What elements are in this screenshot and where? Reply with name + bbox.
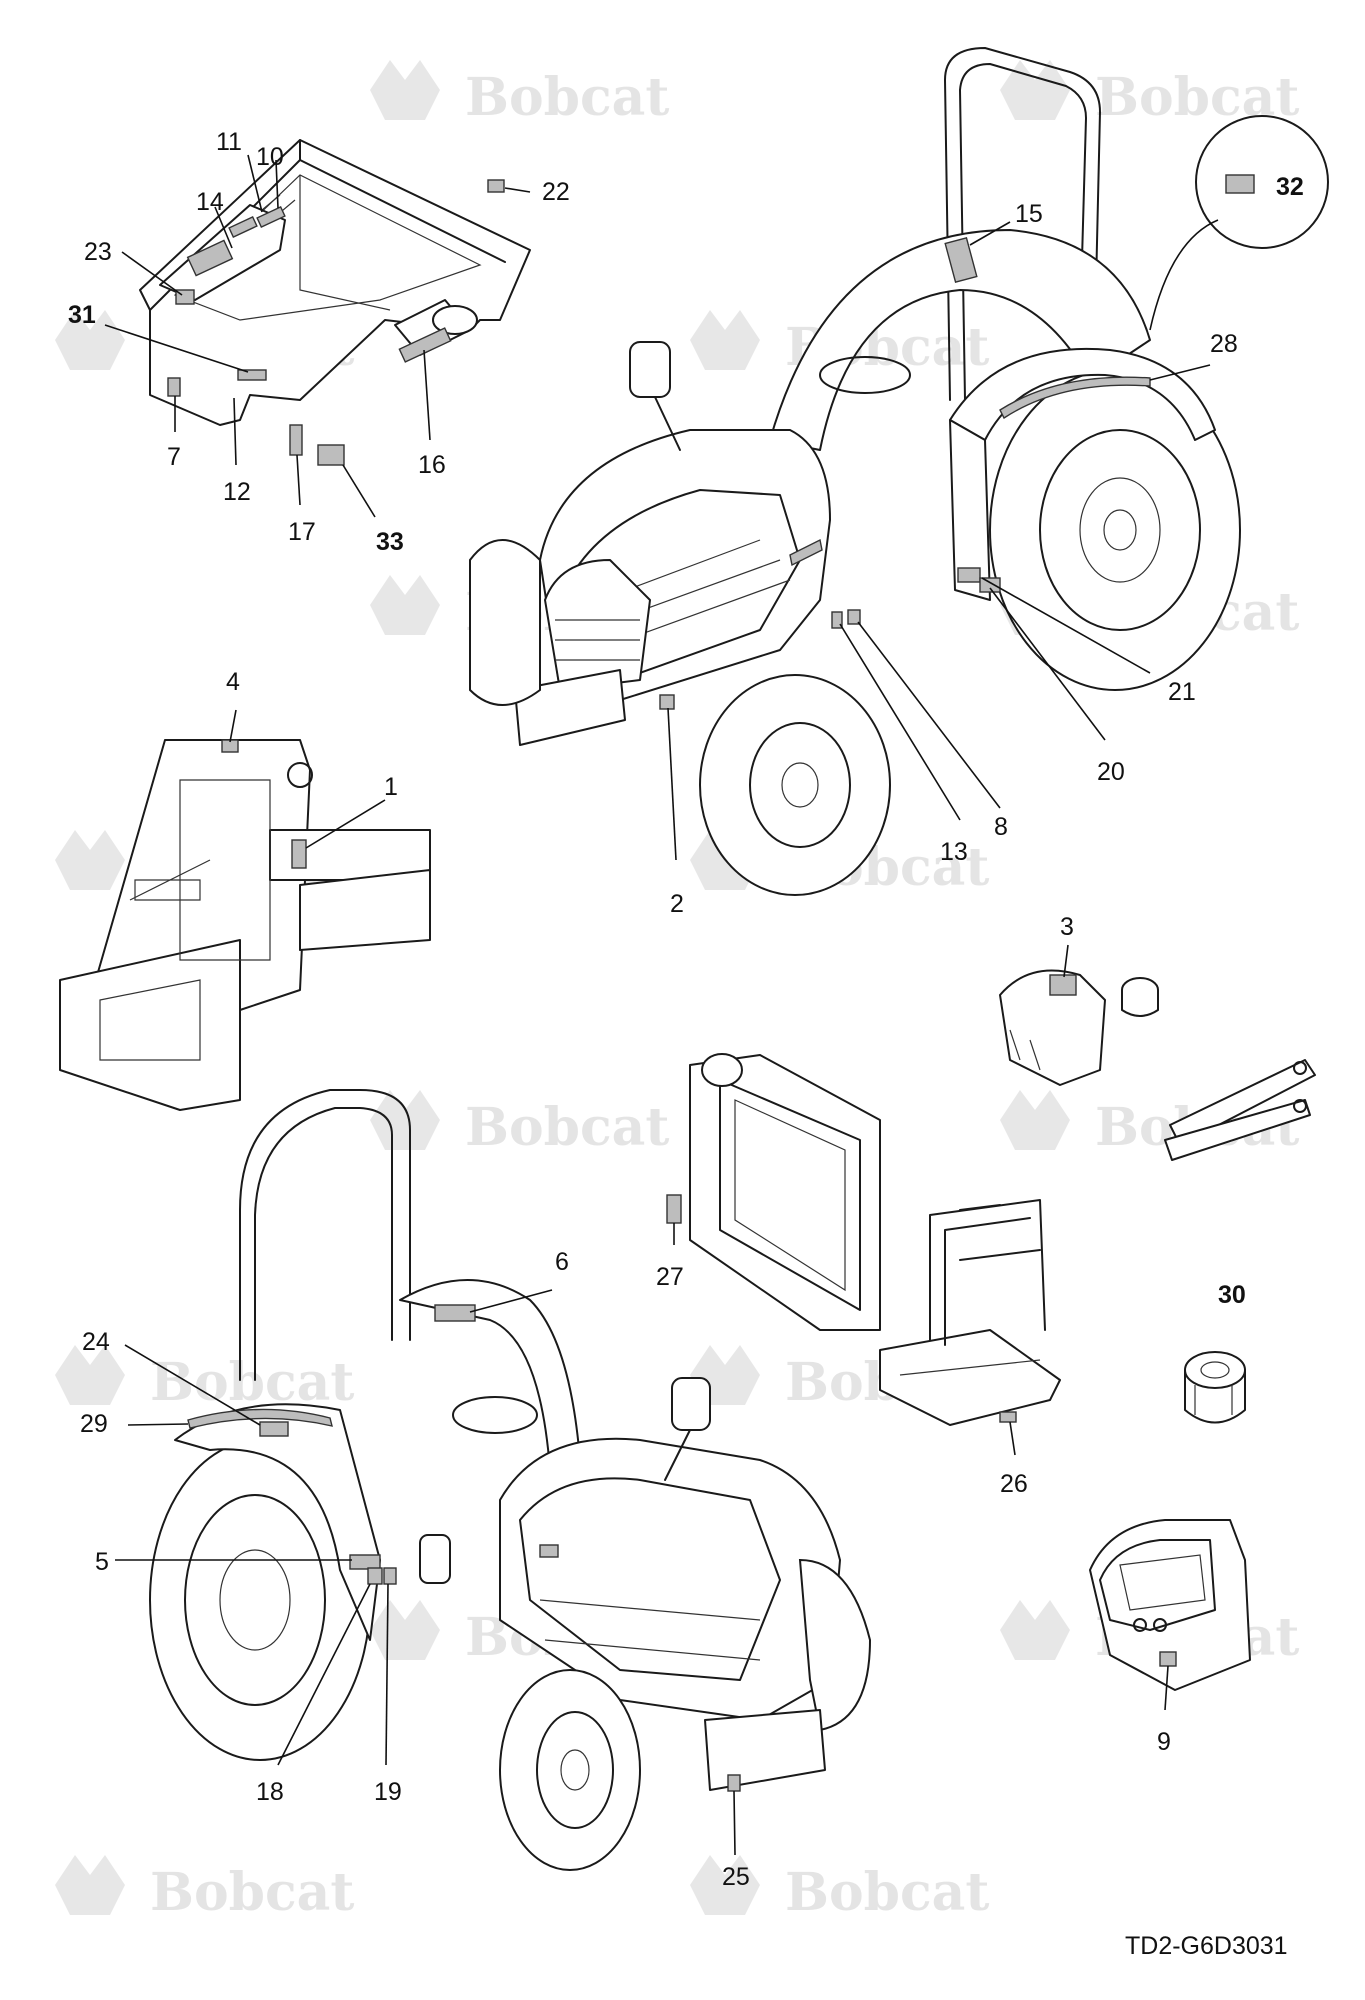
callout-16: 16 [418, 451, 446, 479]
decal-7 [167, 377, 181, 397]
callout-29: 29 [80, 1410, 108, 1438]
decal-18 [367, 1567, 383, 1585]
callout-20: 20 [1097, 758, 1125, 786]
decal-17 [289, 424, 303, 456]
decal-9 [1159, 1651, 1177, 1667]
fan-shroud [666, 1053, 881, 1331]
decal-8 [847, 609, 861, 625]
callout-31: 31 [68, 301, 96, 329]
callout-15: 15 [1015, 200, 1043, 228]
watermark-11: Bobcat [55, 1345, 354, 1413]
decal-25 [727, 1774, 741, 1792]
decal-33 [317, 444, 345, 466]
bobcat-logo-icon [370, 575, 440, 635]
filter-part-30 [1184, 1351, 1246, 1424]
watermark-1: Bobcat [370, 60, 669, 128]
link-bar [1164, 1059, 1316, 1161]
callout-23: 23 [84, 238, 112, 266]
callout-33: 33 [376, 528, 404, 556]
bobcat-logo-icon [370, 1600, 440, 1660]
watermark-text: Bobcat [465, 67, 669, 128]
bobcat-logo-icon [1000, 1090, 1070, 1150]
decal-16 [398, 327, 452, 363]
callout-30: 30 [1218, 1281, 1246, 1309]
bobcat-logo-icon [690, 1855, 760, 1915]
watermark-text: Bobcat [150, 1352, 354, 1413]
callout-1: 1 [384, 773, 398, 801]
leader-lines [104, 154, 1211, 1856]
bobcat-logo-icon [690, 310, 760, 370]
callout-5: 5 [95, 1548, 109, 1576]
decal-28 [999, 376, 1151, 420]
callout-24: 24 [82, 1328, 110, 1356]
callout-9: 9 [1157, 1728, 1171, 1756]
bobcat-logo-icon [55, 830, 125, 890]
watermark-15: Bobcat [55, 1855, 354, 1923]
callout-25: 25 [722, 1863, 750, 1891]
callout-6: 6 [555, 1248, 569, 1276]
bobcat-logo-icon [1000, 60, 1070, 120]
decal-6 [434, 1304, 476, 1322]
callout-7: 7 [167, 443, 181, 471]
callout-8: 8 [994, 813, 1008, 841]
radiator-frame-assembly [59, 739, 431, 1111]
decal-15 [944, 236, 978, 284]
callout-14: 14 [196, 188, 224, 216]
watermark-16: Bobcat [690, 1855, 989, 1923]
watermark-9: Bobcat [370, 1090, 669, 1158]
seat-frame-assembly [879, 1199, 1061, 1426]
watermark-text: Bobcat [150, 1862, 354, 1923]
decal-2 [659, 694, 675, 710]
callout-22: 22 [542, 178, 570, 206]
callout-28: 28 [1210, 330, 1238, 358]
cover-part-3 [999, 969, 1159, 1086]
callout-11: 11 [216, 128, 242, 156]
decal-24 [259, 1421, 289, 1437]
callout-26: 26 [1000, 1470, 1028, 1498]
decal-26 [999, 1411, 1017, 1423]
bobcat-logo-icon [55, 1345, 125, 1405]
callout-2: 2 [670, 890, 684, 918]
callout-21: 21 [1168, 678, 1196, 706]
tractor-front-view [149, 1089, 872, 1871]
callout-17: 17 [288, 518, 316, 546]
callout-3: 3 [1060, 913, 1074, 941]
watermark-text: Bobcat [785, 1862, 989, 1923]
decal-5 [349, 1554, 381, 1570]
decal-22 [487, 179, 505, 193]
decal-3 [1049, 974, 1077, 996]
drawing-id: TD2-G6D3031 [1125, 1932, 1288, 1960]
decal-19 [383, 1567, 397, 1585]
decal-14 [186, 239, 234, 277]
bobcat-logo-icon [1000, 1600, 1070, 1660]
decal-10 [256, 206, 286, 228]
decal-27 [666, 1194, 682, 1224]
floor-plate-assembly [139, 139, 531, 466]
decal-21 [957, 567, 981, 583]
callout-labels: 11 10 14 23 22 31 7 12 17 33 16 15 32 28… [68, 128, 1304, 1891]
callout-32: 32 [1276, 173, 1304, 201]
detail-circle-32 [1149, 115, 1329, 331]
watermark-text: Bobcat [465, 1097, 669, 1158]
callout-12: 12 [223, 478, 251, 506]
decal-1 [291, 839, 307, 869]
tractor-rear-view [469, 47, 1241, 896]
callout-27: 27 [656, 1263, 684, 1291]
instrument-panel [1089, 1519, 1251, 1691]
bobcat-logo-icon [370, 1090, 440, 1150]
bobcat-logo-icon [55, 1855, 125, 1915]
decal-32 [1225, 174, 1255, 194]
callout-19: 19 [374, 1778, 402, 1806]
decal-13 [831, 611, 843, 629]
callout-18: 18 [256, 1778, 284, 1806]
decal-20 [979, 577, 1001, 593]
decal-11 [228, 216, 258, 238]
callout-4: 4 [226, 668, 240, 696]
callout-10: 10 [256, 143, 284, 171]
callout-13: 13 [940, 838, 968, 866]
decal-31 [237, 369, 267, 381]
bobcat-logo-icon [370, 60, 440, 120]
